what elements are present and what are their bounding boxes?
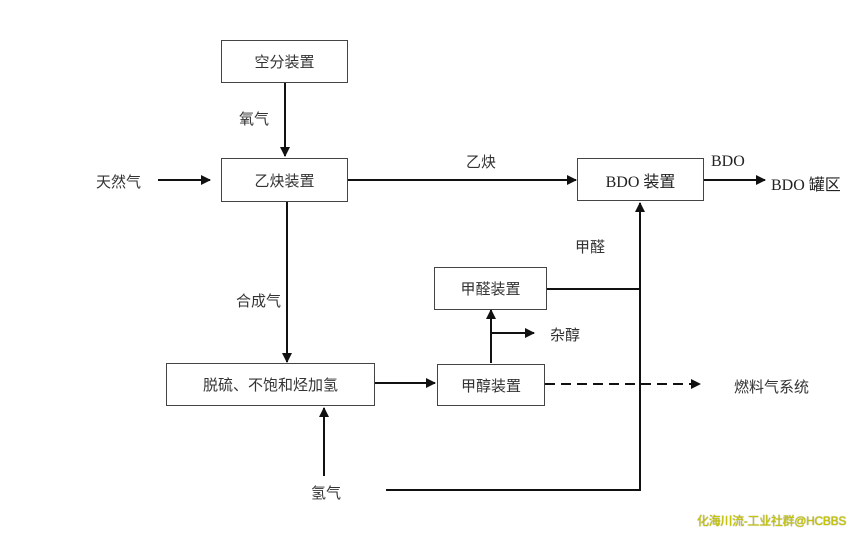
node-formaldehyde-unit-label: 甲醛装置 <box>460 280 521 298</box>
node-acetylene-unit-label: 乙炔装置 <box>254 171 315 190</box>
label-bdo: BDO <box>711 153 745 170</box>
label-mixed-alcohols: 杂醇 <box>550 326 581 344</box>
node-desulfurization-unit: 脱硫、不饱和烃加氢 <box>166 363 375 406</box>
label-formaldehyde: 甲醛 <box>575 238 606 256</box>
edge-hydrogen-bdo <box>386 202 645 491</box>
label-hydrogen: 氢气 <box>311 484 342 502</box>
label-natural-gas: 天然气 <box>96 173 142 191</box>
node-acetylene-unit: 乙炔装置 <box>221 158 348 202</box>
label-acetylene: 乙炔 <box>466 153 497 171</box>
label-fuel-gas-system: 燃料气系统 <box>734 378 810 396</box>
node-methanol-unit: 甲醇装置 <box>437 364 545 406</box>
watermark: 化海川流-工业社群@HCBBS <box>697 514 847 528</box>
label-bdo-tank-area: BDO 罐区 <box>771 177 841 194</box>
node-air-separation: 空分装置 <box>221 40 348 83</box>
node-methanol-unit-label: 甲醇装置 <box>460 376 521 395</box>
label-oxygen: 氧气 <box>239 110 270 128</box>
node-desulfurization-unit-label: 脱硫、不饱和烃加氢 <box>202 376 338 394</box>
label-syngas: 合成气 <box>236 292 282 310</box>
node-bdo-unit-label: BDO 装置 <box>605 173 676 191</box>
node-air-separation-label: 空分装置 <box>254 53 315 71</box>
node-formaldehyde-unit: 甲醛装置 <box>434 267 547 310</box>
node-bdo-unit: BDO 装置 <box>577 158 704 201</box>
